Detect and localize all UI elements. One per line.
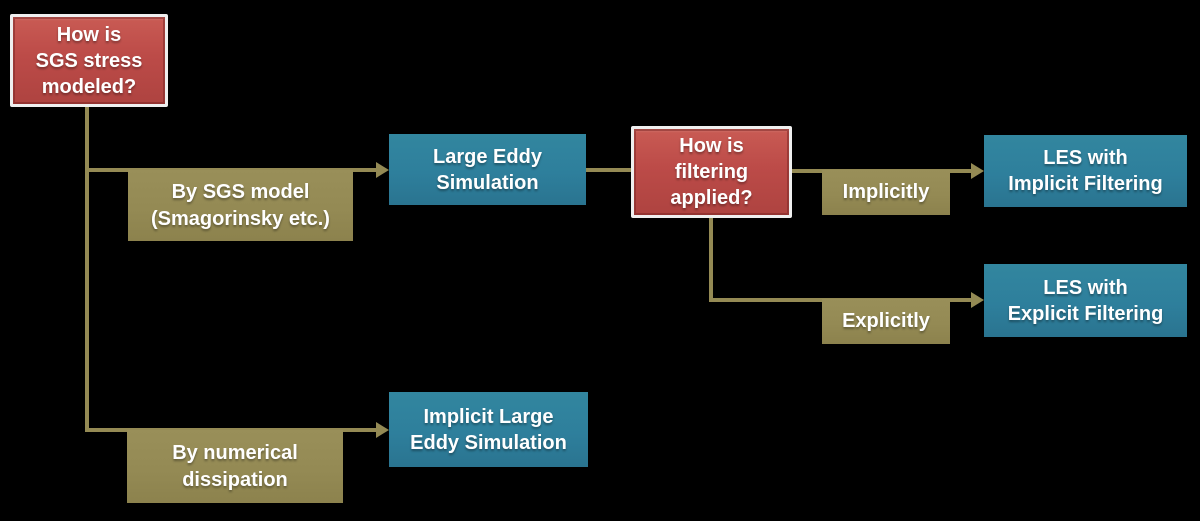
branch-label-by-sgs-model: By SGS model (Smagorinsky etc.) [128, 170, 353, 241]
arrowhead-icon [971, 163, 984, 179]
connector-root-vertical [85, 105, 89, 432]
arrowhead-icon [376, 162, 389, 178]
outcome-box-large-eddy-simulation: Large Eddy Simulation [389, 134, 586, 205]
connector-filtering-vertical [709, 217, 713, 302]
branch-label-implicitly: Implicitly [822, 170, 950, 215]
outcome-box-les-implicit-filtering: LES with Implicit Filtering [984, 135, 1187, 207]
outcome-box-les-explicit-filtering: LES with Explicit Filtering [984, 264, 1187, 337]
decision-box-filtering: How is filtering applied? [631, 126, 792, 218]
outcome-box-implicit-large-eddy-simulation: Implicit Large Eddy Simulation [389, 392, 588, 467]
arrowhead-icon [376, 422, 389, 438]
connector-les-to-filtering [586, 168, 631, 172]
branch-label-explicitly: Explicitly [822, 299, 950, 344]
decision-box-sgs-stress: How is SGS stress modeled? [10, 14, 168, 107]
arrowhead-icon [971, 292, 984, 308]
branch-label-by-numerical-dissipation: By numerical dissipation [127, 430, 343, 503]
